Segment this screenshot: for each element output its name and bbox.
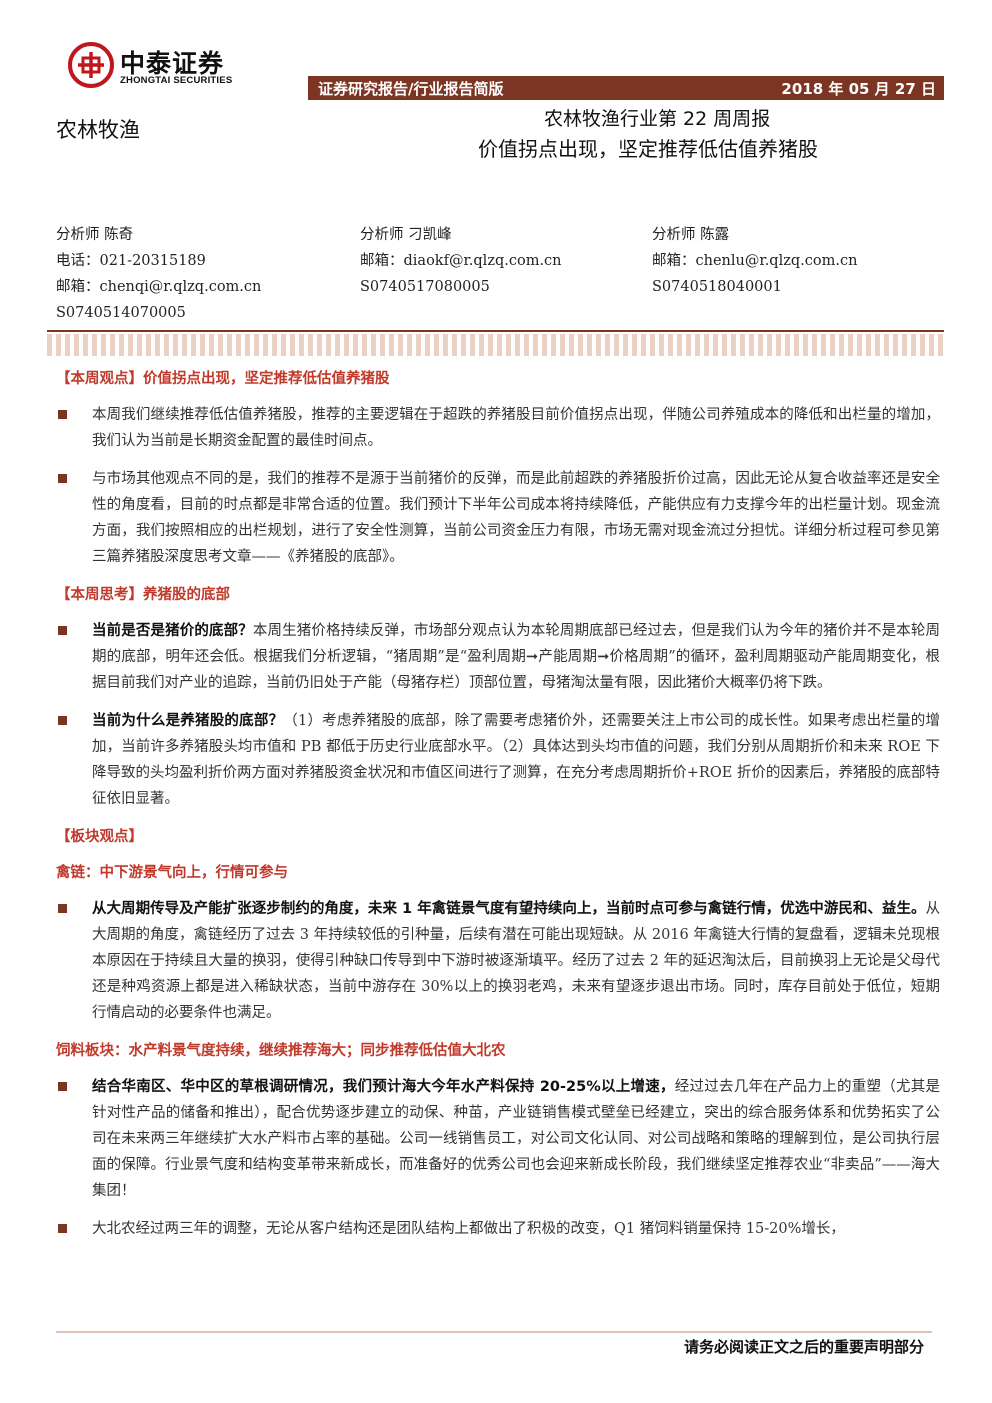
square-bullet-icon bbox=[58, 626, 67, 635]
section-heading-thinking: 【本周思考】养猪股的底部 bbox=[56, 587, 230, 603]
decorative-hatch-band bbox=[47, 334, 944, 356]
analyst-cert: S0740518040001 bbox=[652, 279, 782, 295]
analyst-name: 分析师 陈奇 bbox=[56, 227, 134, 243]
analyst-email: 邮箱：diaokf@r.qlzq.com.cn bbox=[360, 253, 562, 269]
analyst-cert: S0740517080005 bbox=[360, 279, 490, 295]
report-type-bar: 证券研究报告/行业报告简版 2018 年 05 月 27 日 bbox=[308, 76, 944, 100]
zhongtai-logo-icon bbox=[68, 42, 114, 88]
analyst-block-1: 分析师 陈奇 电话：021-20315189 邮箱：chenqi@r.qlzq.… bbox=[56, 222, 261, 326]
brand-name-en: ZHONGTAI SECURITIES bbox=[120, 75, 233, 86]
report-date: 2018 年 05 月 27 日 bbox=[781, 80, 936, 98]
square-bullet-icon bbox=[58, 1082, 67, 1091]
square-bullet-icon bbox=[58, 474, 67, 483]
section-heading-view: 【本周观点】价值拐点出现，坚定推荐低估值养猪股 bbox=[56, 371, 390, 387]
report-title: 农林牧渔行业第 22 周周报 bbox=[544, 108, 771, 130]
analyst-email: 邮箱：chenlu@r.qlzq.com.cn bbox=[652, 253, 858, 269]
subheading-feed: 饲料板块：水产料景气度持续，继续推荐海大；同步推荐低估值大北农 bbox=[56, 1043, 506, 1059]
list-item: 当前是否是猪价的底部？本周生猪价格持续反弹，市场部分观点认为本轮周期底部已经过去… bbox=[56, 618, 940, 696]
report-type: 证券研究报告/行业报告简版 bbox=[318, 80, 504, 98]
header-divider bbox=[47, 330, 944, 332]
list-item: 结合华南区、华中区的草根调研情况，我们预计海大今年水产料保持 20-25%以上增… bbox=[56, 1074, 940, 1204]
brand-name-cn: 中泰证券 bbox=[120, 49, 225, 78]
report-subtitle: 价值拐点出现，坚定推荐低估值养猪股 bbox=[478, 137, 818, 161]
list-item: 从大周期传导及产能扩张逐步制约的角度，未来 1 年禽链景气度有望持续向上，当前时… bbox=[56, 896, 940, 1026]
square-bullet-icon bbox=[58, 716, 67, 725]
analyst-cert: S0740514070005 bbox=[56, 305, 186, 321]
square-bullet-icon bbox=[58, 410, 67, 419]
analyst-block-3: 分析师 陈露 邮箱：chenlu@r.qlzq.com.cn S07405180… bbox=[652, 222, 857, 300]
report-body: 【本周观点】价值拐点出现，坚定推荐低估值养猪股 本周我们继续推荐低估值养猪股，推… bbox=[56, 366, 940, 1254]
analyst-name: 分析师 陈露 bbox=[652, 227, 730, 243]
list-item: 当前为什么是养猪股的底部？（1）考虑养猪股的底部，除了需要考虑猪价外，还需要关注… bbox=[56, 708, 940, 812]
section-heading-sector: 【板块观点】 bbox=[56, 829, 143, 845]
analyst-phone: 电话：021-20315189 bbox=[56, 253, 206, 269]
brand-logo: 中泰证券 ZHONGTAI SECURITIES bbox=[68, 42, 268, 92]
analyst-block-2: 分析师 刁凯峰 邮箱：diaokf@r.qlzq.com.cn S0740517… bbox=[360, 222, 562, 300]
footer-divider bbox=[56, 1331, 932, 1333]
footer-disclaimer: 请务必阅读正文之后的重要声明部分 bbox=[683, 1338, 924, 1356]
industry-label: 农林牧渔 bbox=[56, 118, 140, 142]
square-bullet-icon bbox=[58, 904, 67, 913]
list-item: 大北农经过两三年的调整，无论从客户结构还是团队结构上都做出了积极的改变，Q1 猪… bbox=[56, 1216, 940, 1242]
analyst-email: 邮箱：chenqi@r.qlzq.com.cn bbox=[56, 279, 262, 295]
list-item: 与市场其他观点不同的是，我们的推荐不是源于当前猪价的反弹，而是此前超跌的养猪股折… bbox=[56, 466, 940, 570]
analyst-name: 分析师 刁凯峰 bbox=[360, 227, 452, 243]
list-item: 本周我们继续推荐低估值养猪股，推荐的主要逻辑在于超跌的养猪股目前价值拐点出现，伴… bbox=[56, 402, 940, 454]
subheading-poultry: 禽链：中下游景气向上，行情可参与 bbox=[56, 865, 288, 881]
square-bullet-icon bbox=[58, 1224, 67, 1233]
